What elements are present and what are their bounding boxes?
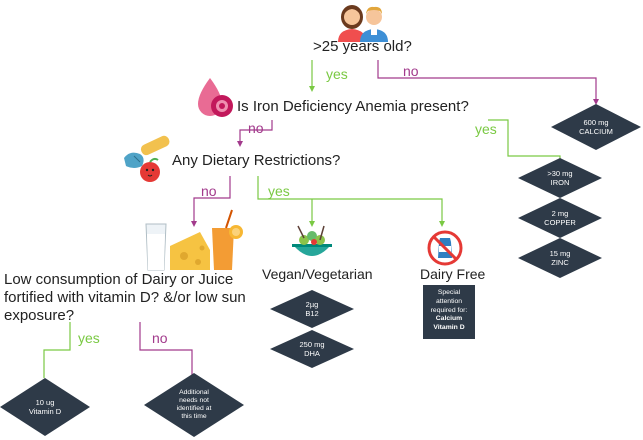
- note-bold-line: Vitamin D: [433, 324, 465, 332]
- connector-dietary-yes: [257, 176, 443, 222]
- blood-drop-icon: [198, 78, 233, 117]
- note-line: required for:: [430, 306, 468, 314]
- connector-dairy-yes: [43, 322, 71, 378]
- note-line: attention: [435, 297, 463, 305]
- dairy-drinks-icon: [145, 209, 243, 271]
- branch-dairy-yes: yes: [78, 330, 100, 346]
- category-dairy-free: Dairy Free: [420, 266, 486, 282]
- connector-dairy-no: [139, 322, 193, 378]
- node-label: ZINC: [551, 258, 569, 267]
- connector-iron-no: [239, 120, 273, 142]
- node-label: B12: [305, 309, 319, 318]
- branch-iron-yes: yes: [475, 121, 497, 137]
- people-icon: [338, 5, 388, 42]
- node-additional-needs: Additional needs not identified at this …: [144, 373, 244, 437]
- arrowhead: [309, 221, 315, 227]
- arrowhead: [309, 86, 315, 92]
- category-vegan: Vegan/Vegetarian: [262, 266, 373, 282]
- food-icon: [124, 135, 170, 182]
- node-label: CALCIUM: [579, 127, 613, 136]
- question-iron: Is Iron Deficiency Anemia present?: [237, 98, 469, 115]
- node-label: Vitamin D: [28, 407, 62, 416]
- node-amount: 2 mg: [551, 208, 569, 218]
- node-label: COPPER: [544, 218, 576, 227]
- node-line: this time: [181, 413, 207, 421]
- question-dairy: Low consumption of Dairy or Juice fortif…: [4, 271, 246, 325]
- node-amount: >30 mg: [547, 168, 573, 178]
- connector-iron-yes: [488, 119, 561, 162]
- node-amount: 10 ug: [35, 397, 55, 407]
- branch-dietary-yes: yes: [268, 183, 290, 199]
- node-amount: 600 mg: [583, 117, 609, 127]
- question-age: >25 years old?: [313, 38, 412, 55]
- branch-iron-no: no: [248, 120, 264, 136]
- branch-age-yes: yes: [326, 66, 348, 82]
- salad-bowl-icon: [292, 225, 332, 256]
- connector-dietary-no: [193, 176, 231, 222]
- connector-age-no: [377, 60, 597, 100]
- arrowhead: [191, 221, 197, 227]
- branch-age-no: no: [403, 63, 419, 79]
- question-dairy-line: fortified with vitamin D? &/or low sun: [4, 289, 246, 306]
- arrowhead: [593, 99, 599, 105]
- question-dietary: Any Dietary Restrictions?: [172, 152, 341, 169]
- no-milk-icon: [427, 230, 463, 266]
- node-amount: 250 mg: [299, 339, 325, 349]
- note-line: Special: [437, 289, 461, 296]
- arrowhead: [439, 221, 445, 227]
- node-line: Additional: [179, 388, 209, 396]
- node-label: DHA: [304, 349, 320, 358]
- branch-dietary-no: no: [201, 183, 217, 199]
- dairy-free-note: Special attention required for: Calcium …: [423, 285, 475, 339]
- node-amount: 2µg: [305, 299, 319, 309]
- arrowhead: [237, 141, 243, 147]
- question-dairy-line: Low consumption of Dairy or Juice: [4, 271, 234, 288]
- node-line: identified at: [176, 405, 212, 412]
- branch-dairy-no: no: [152, 330, 168, 346]
- node-line: needs not: [179, 396, 209, 404]
- node-amount: 15 mg: [549, 248, 571, 258]
- note-bold-line: Calcium: [435, 315, 463, 323]
- question-dairy-line: exposure?: [4, 307, 75, 324]
- node-label: IRON: [550, 178, 570, 187]
